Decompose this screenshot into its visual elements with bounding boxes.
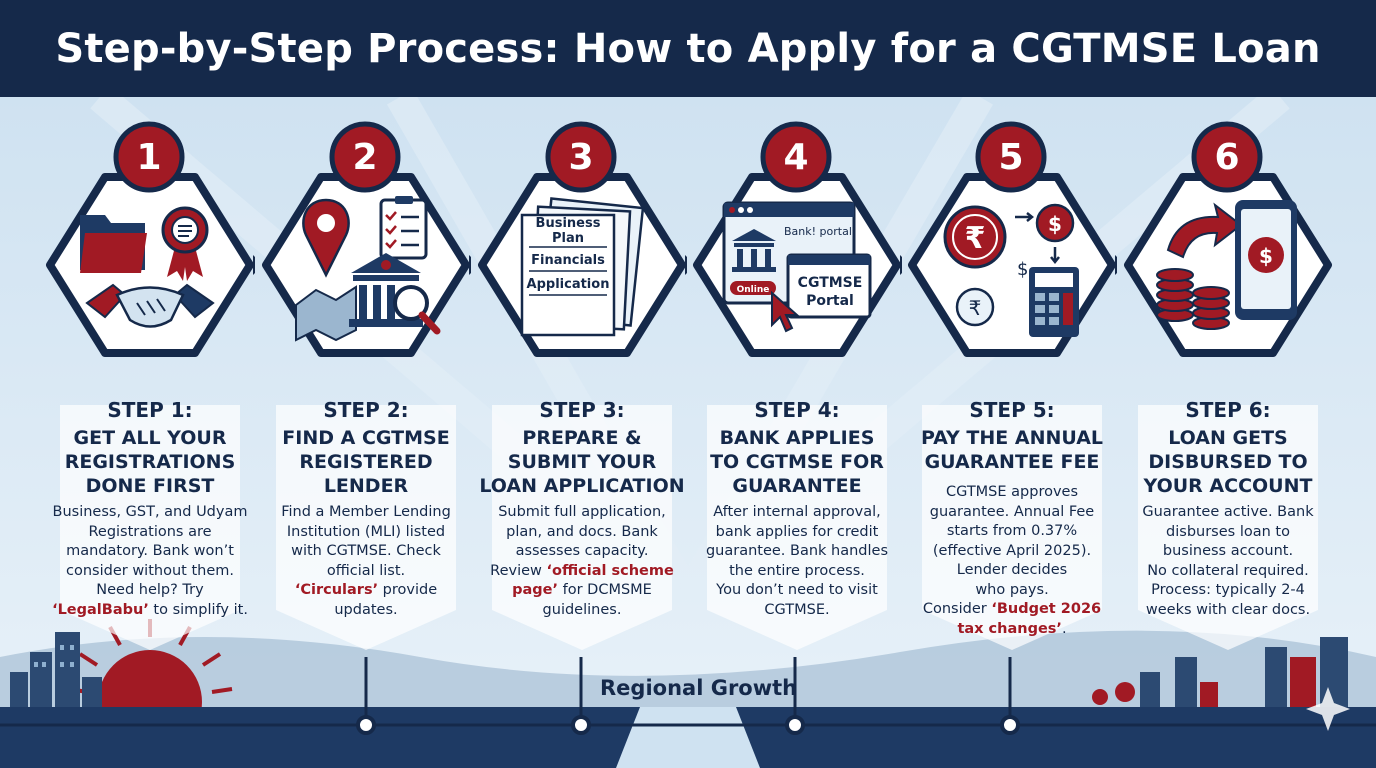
step-title: BANK APPLIES TO CGTMSE FOR GUARANTEE — [710, 427, 884, 497]
svg-text:$: $ — [1017, 259, 1028, 280]
step-label: STEP 4: — [754, 398, 840, 422]
step-card-6: 6 $ STEP 6: LOAN GETS DISBURSED TO YOUR … — [1123, 115, 1333, 655]
step-title: PREPARE & SUBMIT YOUR LOAN APPLICATION — [479, 427, 685, 497]
step-description: CGTMSE approves guarantee. Annual Fee st… — [913, 483, 1111, 639]
step-description: Find a Member Lending Institution (MLI) … — [267, 503, 465, 620]
bank-portal-label: Bank! portal — [784, 225, 852, 238]
step-number: 1 — [136, 136, 162, 178]
step-description: Guarantee active. Bank disburses loan to… — [1129, 503, 1327, 620]
folder-icon — [80, 215, 147, 273]
step-label: STEP 5: — [969, 398, 1055, 422]
step-title: FIND A CGTMSE REGISTERED LENDER — [282, 427, 450, 497]
step-card-3: 3 Business Plan Financials Application S… — [477, 115, 687, 655]
step-title: PAY THE ANNUAL GUARANTEE FEE — [920, 427, 1104, 473]
doc-line-business: Business — [536, 216, 601, 231]
svg-text:$: $ — [1259, 244, 1273, 268]
description-text: After internal approval, bank applies fo… — [705, 504, 889, 618]
step-card-2: 2 STEP 2: FIND A CGTMSE REGISTERED LENDE… — [261, 115, 471, 655]
footer-label: Regional Growth — [600, 676, 798, 700]
description-tail: . — [1061, 620, 1067, 637]
step-label: STEP 6: — [1185, 398, 1271, 422]
cursor-icon — [771, 290, 800, 333]
dollar-coin-icon: $ — [1035, 203, 1075, 243]
small-rupee-coin-icon: ₹ — [955, 287, 995, 327]
step-description: Submit full application, plan, and docs.… — [483, 503, 681, 620]
online-badge: Online — [730, 281, 776, 295]
cgtmse-portal-window: CGTMSE Portal — [786, 253, 872, 319]
svg-text:₹: ₹ — [965, 221, 986, 256]
title-banner: Step-by-Step Process: How to Apply for a… — [0, 0, 1376, 97]
step-card-4: 4 Bank! portal Online CGTMSE Portal STEP… — [692, 115, 902, 655]
description-tail: for DCMSME guidelines. — [542, 582, 652, 618]
document-stack-icon: Business Plan Financials Application — [520, 197, 645, 337]
step-number: 5 — [998, 136, 1024, 178]
portal-label: Portal — [806, 293, 854, 309]
bank-building-icon — [732, 229, 776, 272]
step-card-1: 1 STEP 1: GET ALL YOUR REGISTRATIONS DON… — [45, 115, 255, 655]
award-ribbon-icon — [161, 206, 209, 281]
step-label: STEP 2: — [323, 398, 409, 422]
smartphone-icon: $ — [1235, 200, 1297, 320]
doc-line-plan: Plan — [552, 231, 584, 246]
step-number: 3 — [568, 136, 594, 178]
highlight-link[interactable]: ‘official scheme page’ — [512, 562, 674, 599]
description-text: Submit full application, plan, and docs.… — [490, 504, 666, 579]
description-text: Business, GST, and Udyam Registrations a… — [52, 504, 248, 598]
doc-line-application: Application — [527, 277, 610, 292]
step-number: 6 — [1214, 136, 1240, 178]
description-text: Guarantee active. Bank disburses loan to… — [1142, 504, 1314, 618]
checklist-icon — [379, 196, 428, 260]
step-label: STEP 3: — [539, 398, 625, 422]
step-title: GET ALL YOUR REGISTRATIONS DONE FIRST — [64, 427, 236, 497]
description-text: CGTMSE approves guarantee. Annual Fee st… — [922, 484, 1095, 617]
doc-line-financials: Financials — [531, 253, 605, 268]
description-tail: provide updates. — [334, 582, 438, 618]
handshake-icon — [85, 283, 215, 328]
step-title: LOAN GETS DISBURSED TO YOUR ACCOUNT — [1143, 427, 1313, 497]
description-text: Find a Member Lending Institution (MLI) … — [281, 504, 451, 579]
step-description: Business, GST, and Udyam Registrations a… — [51, 503, 249, 620]
page-title: Step-by-Step Process: How to Apply for a… — [55, 25, 1321, 72]
description-tail: to simplify it. — [148, 601, 248, 618]
step-number: 2 — [352, 136, 378, 178]
svg-text:$: $ — [1048, 212, 1062, 236]
step-description: After internal approval, bank applies fo… — [698, 503, 896, 620]
svg-text:₹: ₹ — [969, 296, 982, 320]
online-label: Online — [737, 285, 770, 295]
highlight-link[interactable]: ‘Budget 2026 tax changes’ — [957, 601, 1102, 637]
highlight-link[interactable]: ‘Circulars’ — [294, 582, 379, 598]
map-pin-icon — [295, 198, 357, 342]
magnifier-icon — [393, 285, 441, 335]
step-card-5: 5 ₹ $ $ ₹ STEP 5 — [907, 115, 1117, 655]
arrow-icon — [1166, 202, 1243, 259]
highlight-link[interactable]: ‘LegalBabu’ — [52, 601, 149, 618]
arrow-icon — [1015, 212, 1060, 265]
coin-stack-icon — [1156, 268, 1230, 330]
bank-building-icon — [349, 253, 423, 327]
step-label: STEP 1: — [107, 398, 193, 422]
cgtmse-label: CGTMSE — [798, 275, 863, 291]
rupee-coin-icon: ₹ — [943, 205, 1007, 269]
sparkle-icon — [1306, 687, 1350, 731]
step-number: 4 — [783, 136, 809, 178]
calculator-icon — [1029, 267, 1079, 337]
